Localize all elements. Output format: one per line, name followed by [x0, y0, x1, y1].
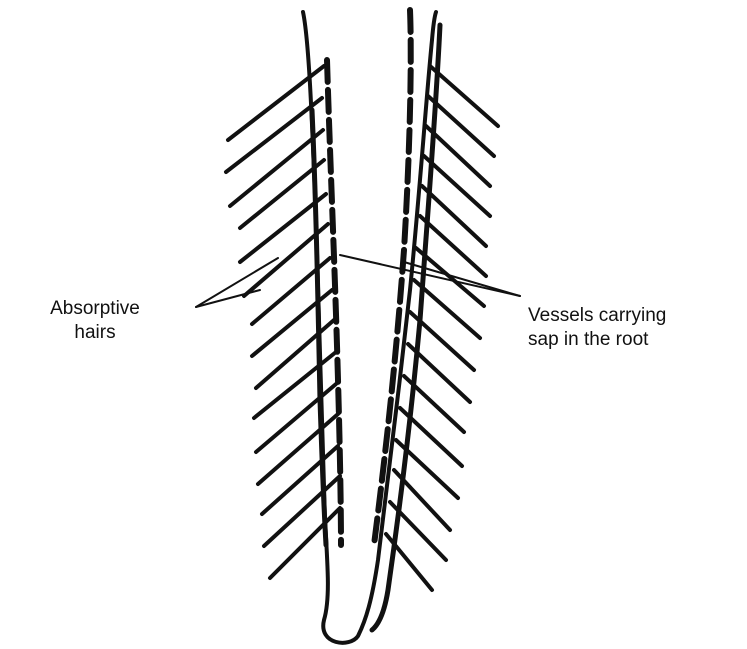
- label-absorptive-line1: Absorptive: [20, 297, 170, 321]
- label-vessels-line1: Vessels carrying: [528, 304, 743, 328]
- absorptive-leaders: [196, 258, 278, 307]
- label-absorptive-hairs: Absorptive hairs: [20, 297, 170, 345]
- label-absorptive-line2: hairs: [20, 321, 170, 345]
- label-vessels-line2: sap in the root: [528, 328, 743, 352]
- label-vessels: Vessels carrying sap in the root: [528, 304, 743, 352]
- right-hairs: [386, 66, 498, 590]
- vessel-left: [327, 60, 341, 545]
